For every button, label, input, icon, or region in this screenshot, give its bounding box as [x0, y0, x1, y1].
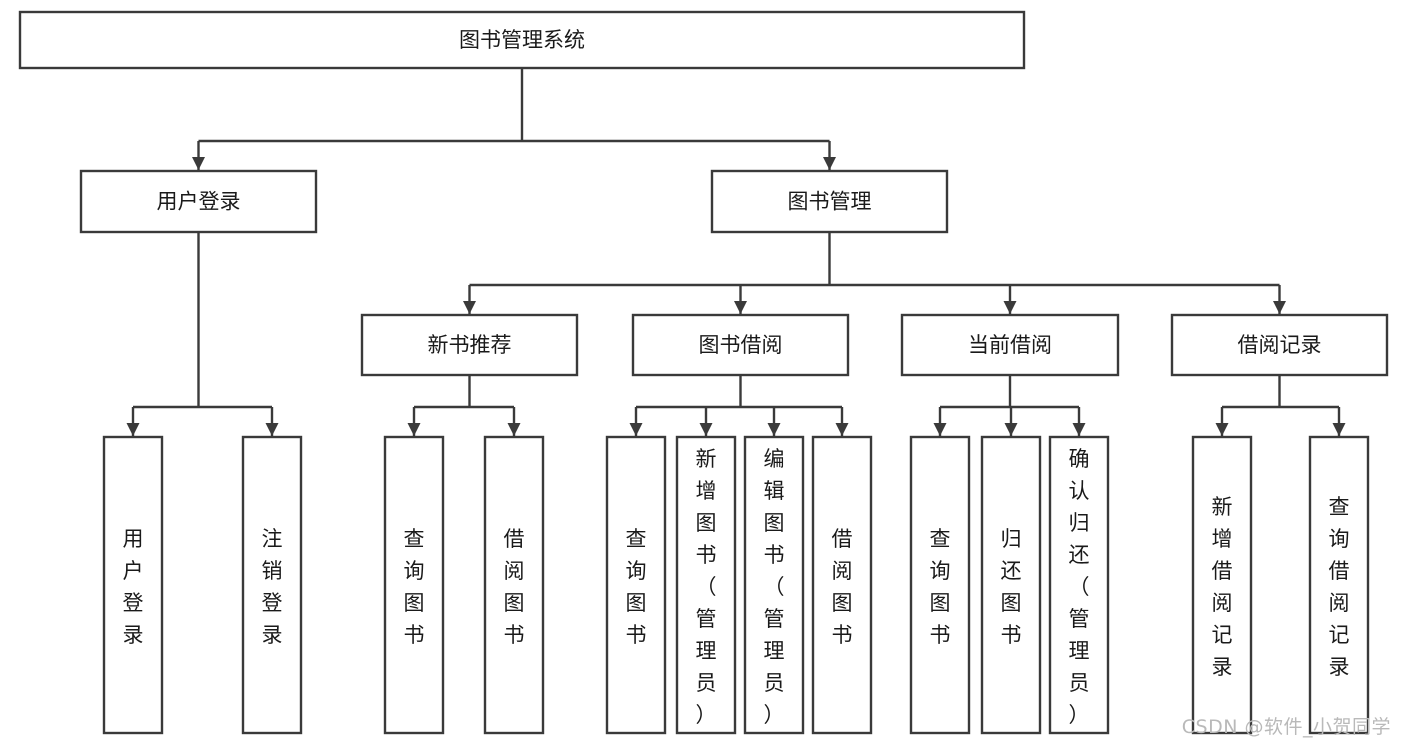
node-box-current-borrow	[900, 313, 1120, 377]
arrow-head-icon	[407, 423, 421, 436]
node-box-leaf-edit-book	[743, 435, 805, 735]
arrow-head-icon	[1004, 423, 1018, 436]
node-box-borrow-record	[1170, 313, 1389, 377]
node-book-borrow[interactable]: 图书借阅	[631, 313, 850, 377]
node-current-borrow[interactable]: 当前借阅	[900, 313, 1120, 377]
node-leaf-add-book[interactable]: 新增图书（管理员）	[675, 435, 737, 735]
node-label-leaf-return-book: 归还图书	[1001, 527, 1022, 647]
arrow-head-icon	[734, 301, 747, 314]
arrow-head-icon	[933, 423, 947, 436]
node-label-leaf-confirm-return: 确认归还（管理员）	[1069, 447, 1090, 727]
arrow-head-icon	[767, 423, 781, 436]
node-box-leaf-borrow-book-rec	[483, 435, 545, 735]
node-box-user-login	[79, 169, 318, 234]
connector-group-borrow-record	[1215, 375, 1346, 436]
arrow-head-icon	[1072, 423, 1086, 436]
node-label-leaf-query-record: 查询借阅记录	[1329, 495, 1350, 679]
node-box-new-book-rec	[360, 313, 579, 377]
arrow-head-icon	[507, 423, 521, 436]
node-label-leaf-user-login: 用户登录	[123, 527, 144, 647]
node-box-leaf-query-book-borrow	[605, 435, 667, 735]
node-label-book-manage: 图书管理	[788, 190, 872, 214]
arrow-head-icon	[463, 301, 476, 314]
node-label-leaf-add-record: 新增借阅记录	[1212, 495, 1233, 679]
node-box-book-manage	[710, 169, 949, 234]
node-leaf-user-login[interactable]: 用户登录	[102, 435, 164, 735]
node-box-leaf-add-book	[675, 435, 737, 735]
node-label-leaf-borrow-book: 借阅图书	[832, 527, 853, 647]
node-label-leaf-query-book-borrow: 查询图书	[626, 527, 647, 647]
node-leaf-edit-book[interactable]: 编辑图书（管理员）	[743, 435, 805, 735]
arrow-head-icon	[126, 423, 140, 436]
node-box-leaf-user-login	[102, 435, 164, 735]
arrow-head-icon	[835, 423, 849, 436]
connector-group-user-login	[126, 232, 279, 436]
node-label-new-book-rec: 新书推荐	[428, 333, 512, 357]
arrow-head-icon	[629, 423, 643, 436]
node-label-book-borrow: 图书借阅	[699, 333, 783, 357]
node-leaf-borrow-book-rec[interactable]: 借阅图书	[483, 435, 545, 735]
arrow-head-icon	[1273, 301, 1286, 314]
node-label-leaf-add-book: 新增图书（管理员）	[696, 447, 717, 727]
node-box-leaf-borrow-book	[811, 435, 873, 735]
nodes-layer: 图书管理系统用户登录图书管理新书推荐图书借阅当前借阅借阅记录用户登录注销登录查询…	[18, 10, 1389, 735]
node-box-leaf-query-record	[1308, 435, 1370, 735]
node-box-leaf-query-book-rec	[383, 435, 445, 735]
arrow-head-icon	[192, 157, 205, 170]
arrow-head-icon	[823, 157, 836, 170]
connector-group-book-borrow	[629, 375, 849, 436]
node-box-root	[18, 10, 1026, 70]
node-label-leaf-logout: 注销登录	[262, 527, 283, 647]
connectors-layer	[126, 68, 1346, 436]
node-leaf-query-book-rec[interactable]: 查询图书	[383, 435, 445, 735]
node-leaf-confirm-return[interactable]: 确认归还（管理员）	[1048, 435, 1110, 735]
arrow-head-icon	[1215, 423, 1229, 436]
node-label-borrow-record: 借阅记录	[1238, 333, 1322, 357]
arrow-head-icon	[1332, 423, 1346, 436]
connector-group-book-manage	[463, 232, 1286, 314]
node-label-user-login: 用户登录	[157, 190, 241, 214]
node-label-root: 图书管理系统	[459, 28, 585, 52]
node-leaf-return-book[interactable]: 归还图书	[980, 435, 1042, 735]
node-leaf-add-record[interactable]: 新增借阅记录	[1191, 435, 1253, 735]
node-label-leaf-edit-book: 编辑图书（管理员）	[764, 447, 785, 727]
node-book-manage[interactable]: 图书管理	[710, 169, 949, 234]
node-label-leaf-query-book-cur: 查询图书	[930, 527, 951, 647]
node-label-leaf-query-book-rec: 查询图书	[404, 527, 425, 647]
node-leaf-logout[interactable]: 注销登录	[241, 435, 303, 735]
node-borrow-record[interactable]: 借阅记录	[1170, 313, 1389, 377]
connector-group-current-borrow	[933, 375, 1086, 436]
node-box-leaf-add-record	[1191, 435, 1253, 735]
node-root[interactable]: 图书管理系统	[18, 10, 1026, 70]
node-label-current-borrow: 当前借阅	[968, 333, 1052, 357]
arrow-head-icon	[265, 423, 279, 436]
connector-group-root	[192, 68, 836, 170]
node-leaf-query-book-cur[interactable]: 查询图书	[909, 435, 971, 735]
node-leaf-query-record[interactable]: 查询借阅记录	[1308, 435, 1370, 735]
node-box-leaf-confirm-return	[1048, 435, 1110, 735]
node-box-leaf-return-book	[980, 435, 1042, 735]
node-box-leaf-logout	[241, 435, 303, 735]
node-leaf-query-book-borrow[interactable]: 查询图书	[605, 435, 667, 735]
node-box-leaf-query-book-cur	[909, 435, 971, 735]
node-leaf-borrow-book[interactable]: 借阅图书	[811, 435, 873, 735]
node-label-leaf-borrow-book-rec: 借阅图书	[504, 527, 525, 647]
node-box-book-borrow	[631, 313, 850, 377]
node-user-login[interactable]: 用户登录	[79, 169, 318, 234]
arrow-head-icon	[1003, 301, 1017, 314]
node-new-book-rec[interactable]: 新书推荐	[360, 313, 579, 377]
arrow-head-icon	[699, 423, 713, 436]
connector-group-new-book-rec	[407, 375, 521, 436]
